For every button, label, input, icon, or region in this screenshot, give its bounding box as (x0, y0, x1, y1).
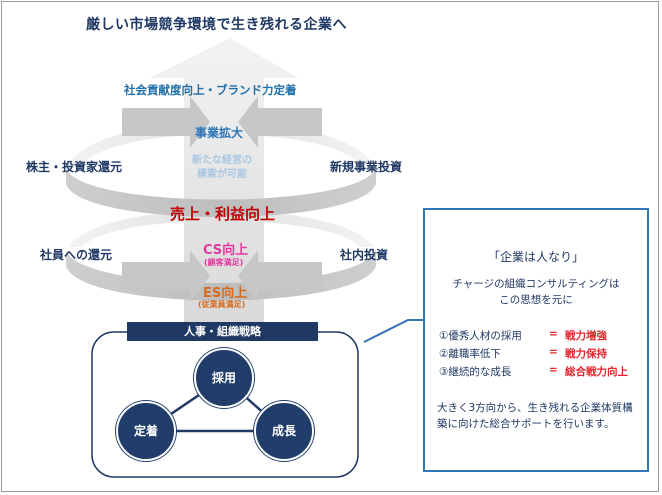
callout-item-equals: = (549, 346, 558, 358)
node-triangle (141, 376, 288, 433)
callout-item-result: 戦力増強 (565, 330, 607, 342)
internal-investment-label: 社内投資 (340, 248, 389, 262)
new-management-label: 新たな経営の 模索が可能 (192, 154, 252, 182)
new-management-line-2: 模索が可能 (197, 169, 247, 180)
callout-item-result: 総合戦力向上 (565, 366, 628, 378)
callout-item-cause: ①優秀人材の採用 (439, 330, 522, 342)
cs-sub-label: (顧客満足) (204, 258, 244, 267)
arrow-left-lower (122, 250, 210, 302)
ring-upper-front (66, 168, 376, 217)
ring-lower-back (68, 210, 374, 247)
callout-quote: 「企業は人なり」 (487, 250, 584, 264)
es-label: ES向上 (203, 286, 248, 301)
callout-item-result: 戦力保持 (565, 348, 607, 360)
sales-profit-label: 売上・利益向上 (170, 205, 276, 223)
arrow-right-upper (238, 96, 322, 148)
callout-connector (363, 319, 424, 343)
shareholder-return-label: 株主・投資家還元 (26, 160, 123, 174)
arrow-left-upper (122, 96, 210, 148)
node-recruitment: 採用 (194, 348, 254, 408)
employee-return-label: 社員への還元 (40, 248, 113, 262)
callout-item-cause: ③継続的な成長 (439, 366, 512, 378)
callout-footer: 大きく3方向から、生き残れる企業体質構築に向けた総合サポートを行います。 (437, 402, 633, 430)
page-title: 厳しい市場競争環境で生き残れる企業へ (86, 17, 347, 33)
new-management-line-1: 新たな経営の (192, 155, 252, 166)
callout-intro-line-2: この思想を元に (499, 294, 573, 306)
callout-intro-line-1: チャージの組織コンサルティングは (452, 278, 620, 290)
strategy-header: 人事・組織戦略 (127, 322, 318, 341)
node-retention: 定着 (116, 401, 176, 461)
tagline-label: 社会貢献度向上・ブランド力定着 (124, 83, 297, 97)
node-growth: 成長 (254, 401, 314, 461)
callout-box: 「企業は人なり」 チャージの組織コンサルティングは この思想を元に ①優秀人材の… (423, 208, 649, 472)
callout-intro: チャージの組織コンサルティングは この思想を元に (425, 276, 647, 308)
callout-item-cause: ②離職率低下 (439, 348, 501, 360)
callout-item-equals: = (549, 328, 558, 340)
arrow-right-lower (238, 250, 322, 302)
cs-label: CS向上 (203, 243, 249, 258)
es-sub-label: (従業員満足) (198, 300, 246, 309)
new-business-investment-label: 新規事業投資 (330, 160, 403, 174)
callout-item-equals: = (549, 364, 558, 376)
business-expansion-label: 事業拡大 (195, 126, 244, 140)
